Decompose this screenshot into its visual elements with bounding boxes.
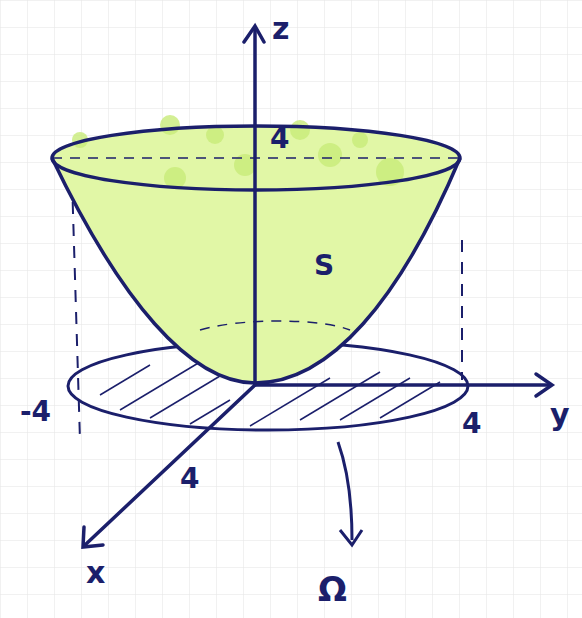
- leader-line: [338, 442, 352, 540]
- dashed-cylinder-edge: [72, 180, 80, 440]
- tick-label: 4: [462, 410, 481, 438]
- tick-label: 4: [270, 125, 289, 153]
- surface-label: S: [314, 252, 334, 280]
- inner-dash: [200, 321, 350, 330]
- region-label: Ω: [318, 572, 347, 606]
- axis-label: y: [550, 400, 570, 430]
- leader-arrow: [340, 530, 362, 545]
- tick-label: 4: [180, 465, 199, 493]
- axis-label: z: [272, 14, 289, 44]
- tick-label: -4: [20, 398, 51, 426]
- axes: [83, 26, 552, 547]
- dashed-cylinder-edge: [461, 240, 463, 380]
- axis-label: x: [86, 558, 105, 588]
